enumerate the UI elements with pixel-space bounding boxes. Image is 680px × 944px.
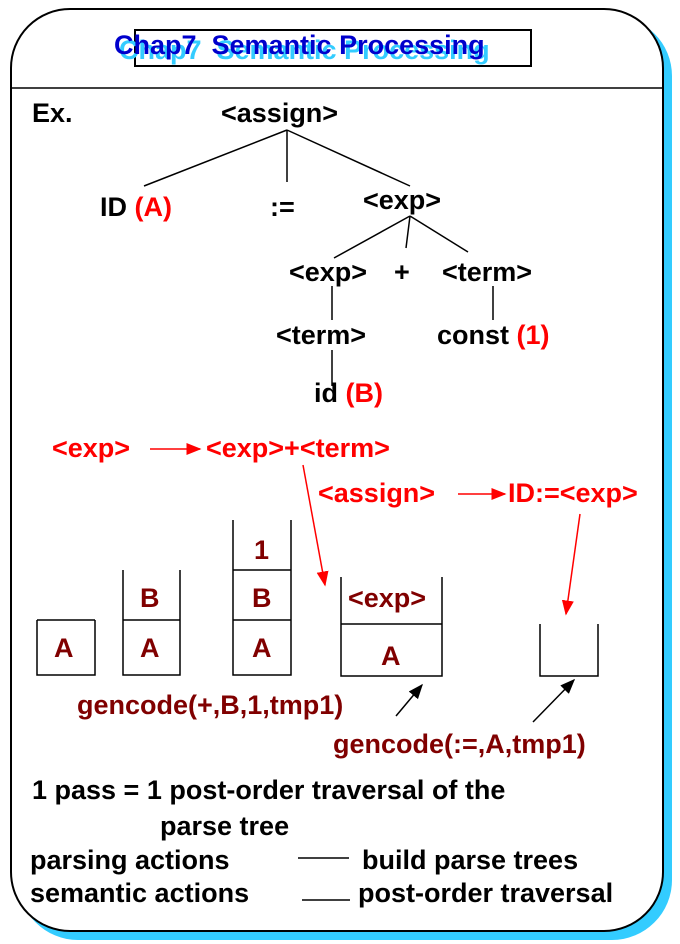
gencode-2: gencode(:=,A,tmp1) [333,729,586,759]
slide-title: Chap7 Semantic Processing [114,30,485,60]
stack-1 [36,620,96,676]
rule1-rhs: <exp>+<term> [206,433,390,463]
tree-term-child: <term> [442,257,533,287]
tree-id-value: (A) [134,192,172,222]
parse-tree-edges [143,129,494,386]
rule2-rhs: ID:=<exp> [508,478,638,508]
footer-line-2: parse tree [160,811,290,841]
tree-plus: + [394,257,410,287]
tree-term-node: <term> [276,320,367,350]
title-box [134,29,532,67]
build-parse-trees-label: build parse trees [362,845,579,875]
stack4-cell-0: <exp> [348,583,427,613]
tree-id-leaf-value: (B) [345,378,383,408]
rule2-lhs: <assign> [318,478,436,508]
stack4-cell-1: A [381,641,401,671]
gencode1-arrow [395,683,423,717]
parsing-actions-label: parsing actions [30,845,230,875]
gencode2-arrow [532,678,576,723]
slide-frame [10,8,664,932]
tree-const-node: const (1) [437,322,550,349]
tree-id-label: ID [100,192,127,222]
post-order-traversal-label: post-order traversal [358,878,614,908]
slide [10,8,672,940]
stack-4 [340,577,443,677]
tree-exp-child: <exp> [289,257,368,287]
tree-root-assign: <assign> [221,98,339,128]
rule2-to-stack-arrow [561,513,581,616]
stack3-cell-0: 1 [254,535,270,565]
stack2-cell-0: B [140,583,160,613]
semantic-actions-label: semantic actions [30,878,250,908]
stack-2 [122,570,181,676]
stack3-cell-1: B [252,583,272,613]
rule1-lhs: <exp> [52,433,131,463]
stack-3 [232,520,292,676]
tree-id-leaf: id (B) [314,380,383,407]
tree-const-label: const [437,320,510,350]
tree-id-node: ID (A) [100,194,172,221]
stack3-cell-2: A [252,633,272,663]
stack2-cell-1: A [140,633,160,663]
tree-id-leaf-label: id [314,378,338,408]
stack-5 [539,624,599,677]
footer-line-1: 1 pass = 1 post-order traversal of the [32,775,506,805]
tree-assign-op: := [270,192,295,222]
gencode-1: gencode(+,B,1,tmp1) [77,690,344,720]
stack1-cell-0: A [54,633,74,663]
tree-exp-node: <exp> [363,185,442,215]
rule1-to-stack-arrow [302,464,329,587]
example-label: Ex. [32,98,73,128]
tree-const-value: (1) [516,320,550,350]
